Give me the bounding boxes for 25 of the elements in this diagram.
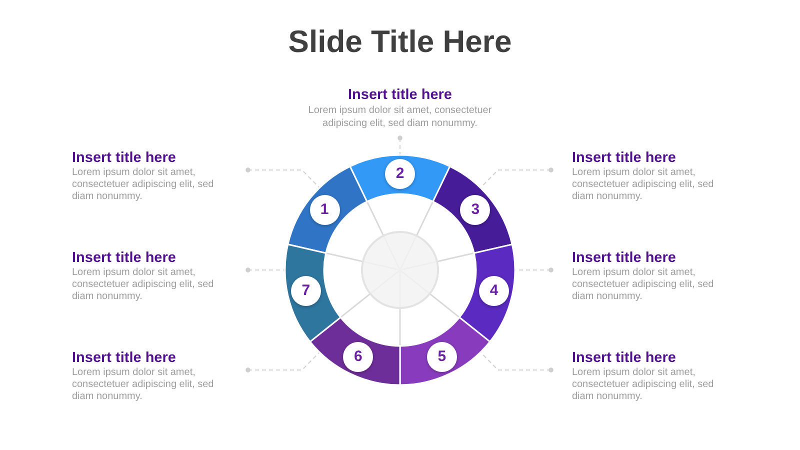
item-title: Insert title here (572, 350, 676, 367)
leader-line (398, 136, 402, 155)
ring-segment (349, 154, 451, 203)
item-description: Lorem ipsum dolor sit amet, consectetuer adipiscing elit, sed diam nonummy. (572, 267, 715, 303)
ring-segment (399, 316, 491, 386)
leader-line (480, 168, 554, 188)
item-description: Lorem ipsum dolor sit amet, consectetuer adipiscing elit, sed diam nonummy. (72, 267, 215, 303)
item-title: Insert title here (72, 350, 176, 367)
item-title: Insert title here (348, 87, 452, 104)
slide-title: Slide Title Here (288, 23, 512, 61)
leader-line (246, 168, 320, 188)
ring-segment (284, 243, 342, 343)
item-title: Insert title here (572, 150, 676, 167)
leader-line (480, 352, 554, 372)
item-description: Lorem ipsum dolor sit amet, consectetuer adipiscing elit, sed diam nonummy. (72, 167, 215, 203)
item-title: Insert title here (72, 250, 176, 267)
item-description: Lorem ipsum dolor sit amet, consectetuer adipiscing elit, sed diam nonummy. (572, 367, 715, 403)
item-description: Lorem ipsum dolor sit amet, consectetuer adipiscing elit, sed diam nonummy. (572, 167, 715, 203)
item-description: Lorem ipsum dolor sit amet, consectetuer adipiscing elit, sed diam nonummy. (307, 104, 493, 130)
leader-line (246, 352, 320, 372)
ring-segment (431, 165, 514, 255)
item-title: Insert title here (572, 250, 676, 267)
item-description: Lorem ipsum dolor sit amet, consectetuer adipiscing elit, sed diam nonummy. (72, 367, 215, 403)
item-title: Insert title here (72, 150, 176, 167)
leader-line (246, 268, 285, 272)
